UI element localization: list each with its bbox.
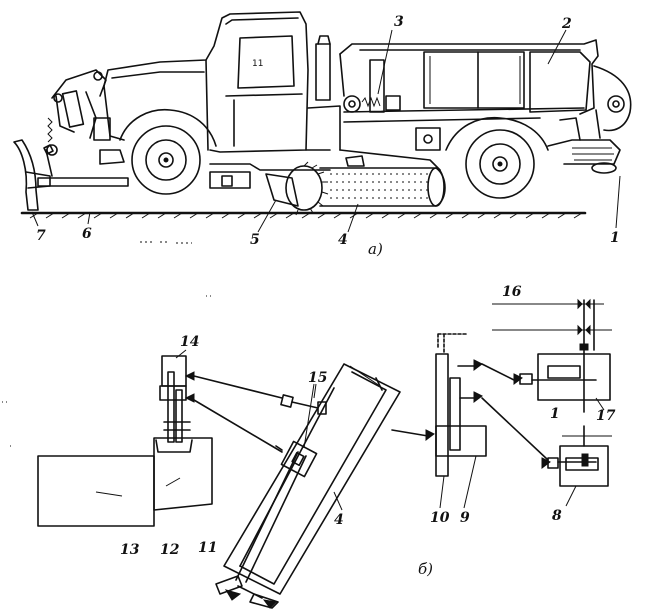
power-takeoff-14	[155, 355, 195, 453]
figure-b-scheme: 14 15 13 12 11 4 10 9 8 17 16 1 б)	[2, 284, 616, 609]
label-12: 12	[160, 542, 180, 558]
front-lift-mechanism	[46, 69, 125, 165]
gearbox-12	[153, 437, 213, 511]
caption-b: б)	[418, 560, 433, 578]
label-2: 2	[561, 16, 572, 32]
label-8: 8	[552, 508, 562, 524]
label-1b: 1	[550, 406, 560, 422]
rear-unit-8	[541, 425, 609, 487]
label-1: 1	[610, 230, 620, 246]
label-13: 13	[120, 542, 140, 558]
label-14: 14	[180, 334, 199, 350]
label-9: 9	[460, 510, 470, 526]
rear-wheel	[415, 116, 549, 199]
label-17: 17	[596, 408, 616, 424]
drive-15	[235, 383, 318, 583]
label-10: 10	[430, 510, 450, 526]
gearbox-10-9	[435, 333, 487, 477]
cylindrical-brush	[265, 161, 329, 216]
truck-cab: 11	[103, 11, 309, 153]
label-15: 15	[308, 370, 327, 386]
rear-sweeper	[547, 117, 621, 174]
shaft-to-8	[481, 397, 549, 461]
leader-lines-a	[31, 29, 621, 233]
label-11: 11	[198, 540, 217, 556]
drive-11	[215, 575, 279, 609]
shaft-to-17	[481, 363, 515, 381]
drive-unit-3	[343, 95, 401, 113]
leader-lines-b	[95, 349, 605, 511]
figure-a-truck: 11	[13, 11, 632, 258]
collector-drum	[319, 149, 446, 207]
label-16: 16	[502, 284, 522, 300]
ground-line	[20, 211, 587, 244]
hopper-body	[339, 39, 632, 139]
front-wheel	[119, 108, 217, 195]
label-4b: 4	[334, 512, 344, 528]
label-5: 5	[250, 232, 260, 248]
label-6: 6	[82, 226, 92, 242]
cab-window	[237, 35, 295, 89]
chassis-middle	[209, 35, 341, 189]
label-4: 4	[338, 232, 348, 248]
caption-a: а)	[368, 240, 383, 258]
brush-4	[223, 363, 401, 595]
rear-unit-17	[513, 299, 611, 413]
label-7: 7	[36, 228, 46, 244]
svg-text:11: 11	[252, 59, 263, 69]
engine-13	[37, 455, 155, 527]
datum-lines	[492, 298, 612, 437]
label-3: 3	[394, 14, 404, 30]
shaft-to-10	[391, 429, 429, 437]
